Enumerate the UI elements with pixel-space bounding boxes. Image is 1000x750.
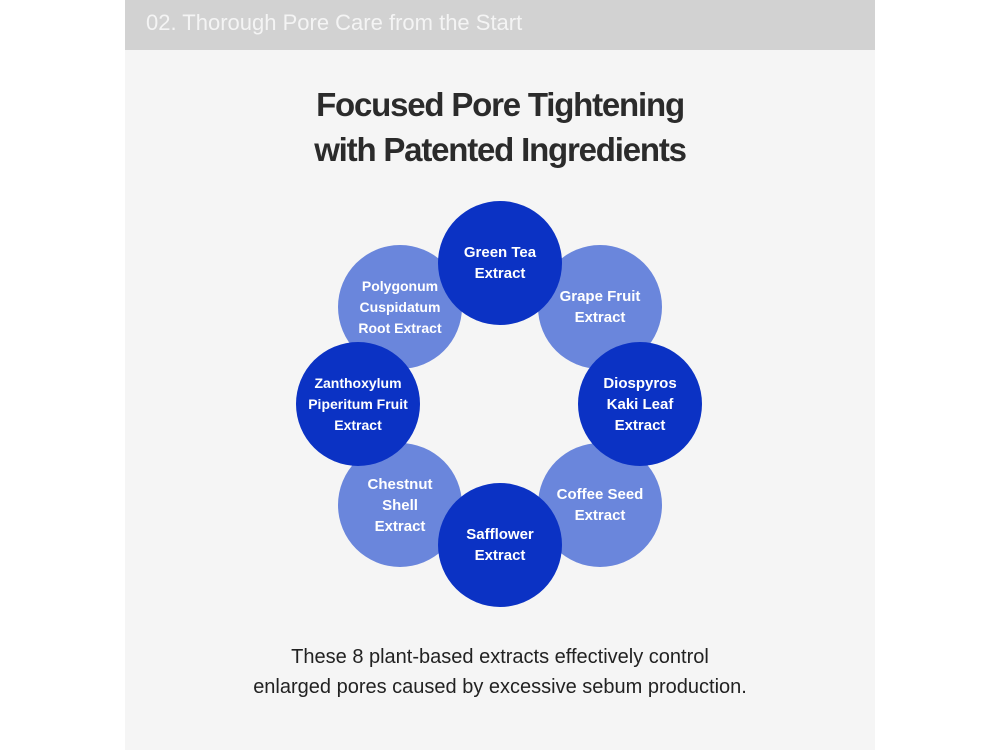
section-header-label: 02. Thorough Pore Care from the Start bbox=[146, 10, 523, 35]
description: These 8 plant-based extracts effectively… bbox=[125, 642, 875, 702]
ingredient-diospyros-kaki-leaf: Diospyros Kaki Leaf Extract bbox=[578, 342, 702, 466]
title-line-2: with Patented Ingredients bbox=[314, 131, 687, 168]
ingredient-green-tea: Green Tea Extract bbox=[438, 201, 562, 325]
description-line-2: enlarged pores caused by excessive sebum… bbox=[253, 676, 747, 698]
page-title: Focused Pore Tightening with Patented In… bbox=[125, 82, 875, 172]
section-header: 02. Thorough Pore Care from the Start bbox=[125, 0, 875, 50]
ingredient-zanthoxylum: Zanthoxylum Piperitum Fruit Extract bbox=[296, 342, 420, 466]
ingredient-safflower: Safflower Extract bbox=[438, 483, 562, 607]
content-panel: 02. Thorough Pore Care from the Start Fo… bbox=[125, 0, 875, 750]
title-line-1: Focused Pore Tightening bbox=[316, 86, 685, 123]
description-line-1: These 8 plant-based extracts effectively… bbox=[291, 646, 709, 668]
